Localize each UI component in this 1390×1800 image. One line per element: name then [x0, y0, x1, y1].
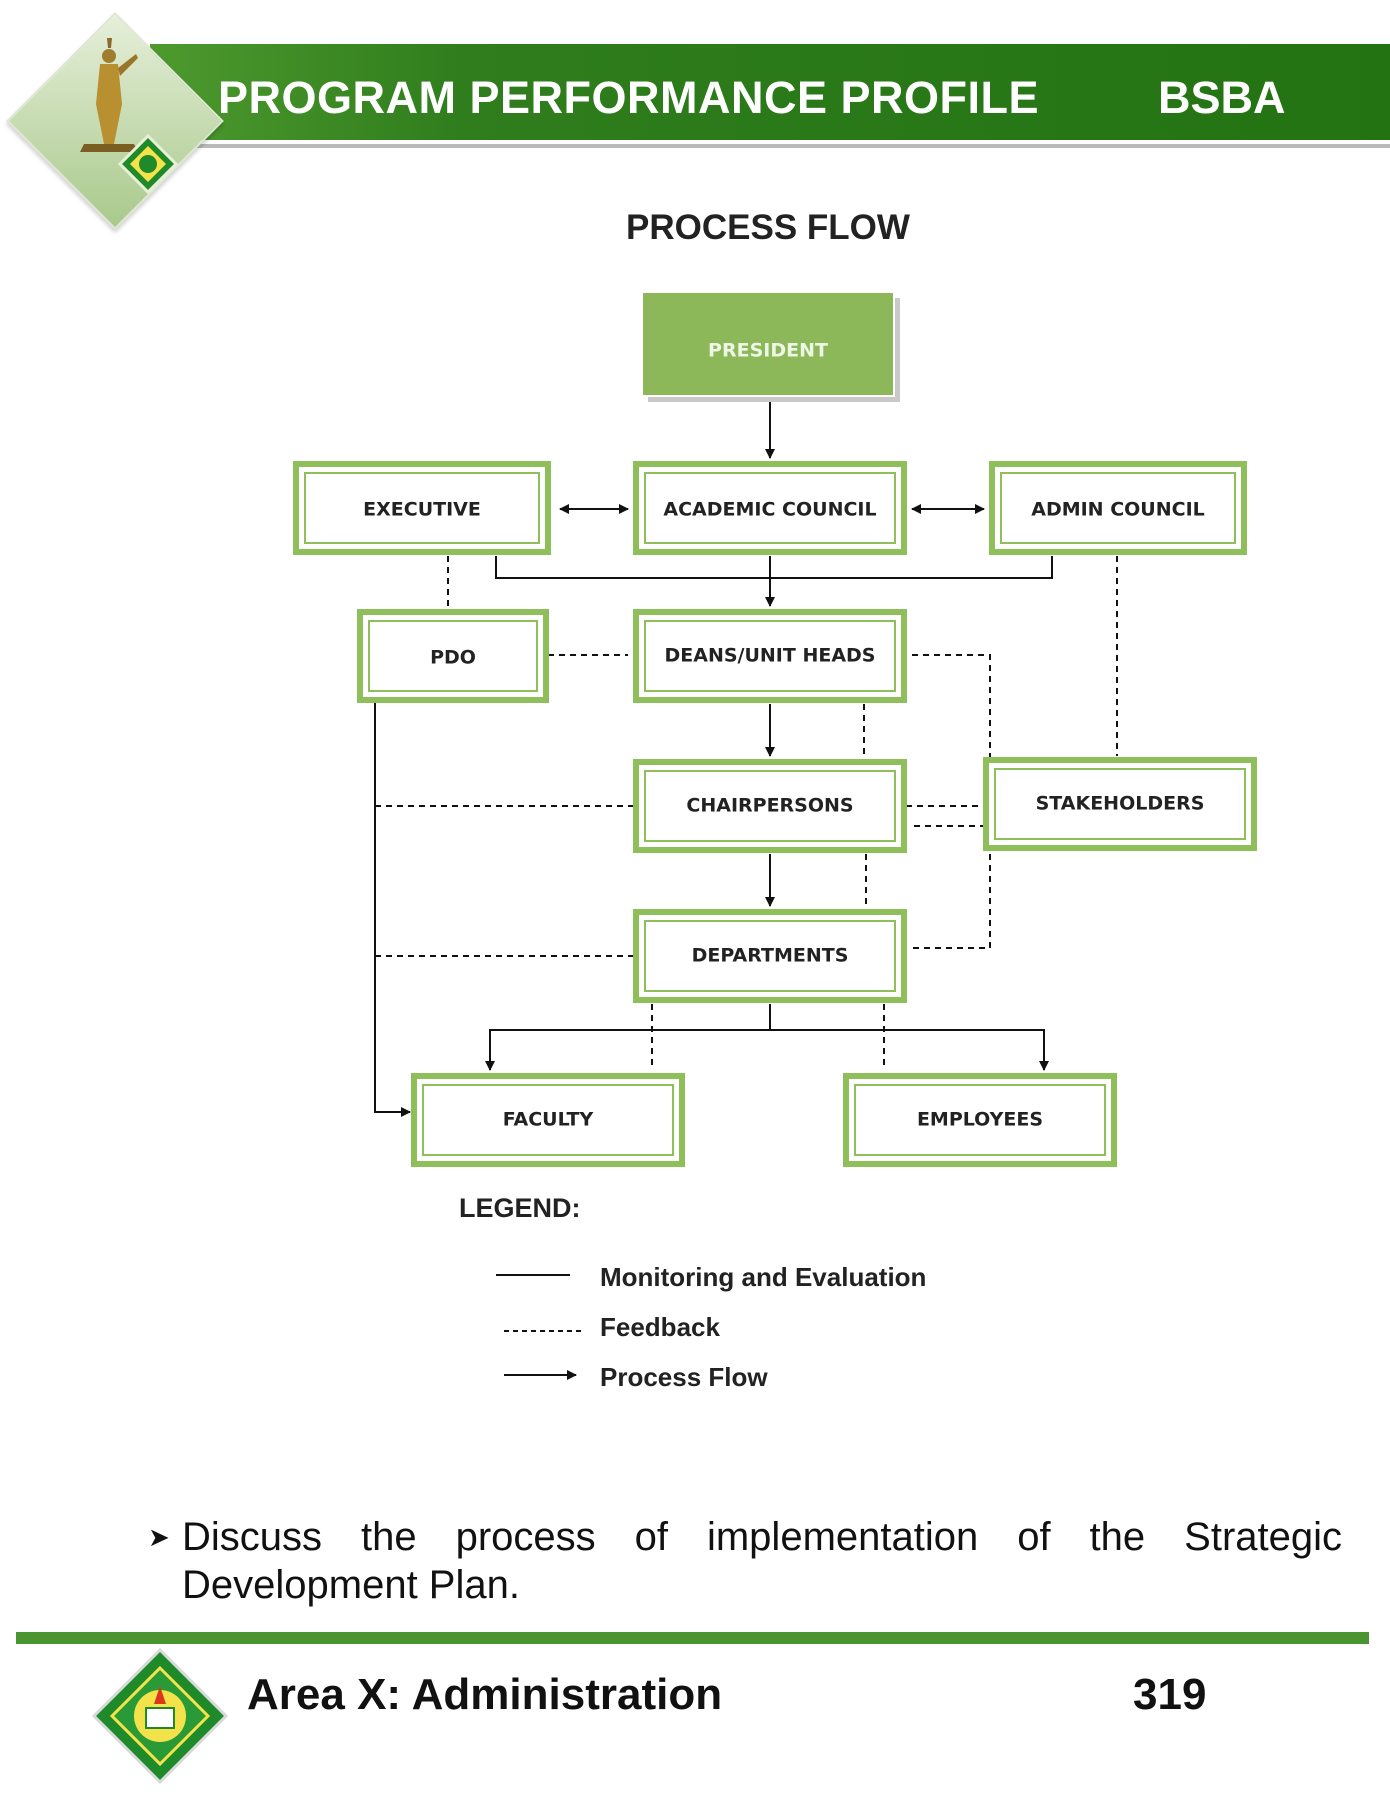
node-academic-council	[633, 461, 907, 555]
footer-area-title: Area X: Administration	[247, 1670, 723, 1719]
process-flow-title: PROCESS FLOW	[626, 208, 910, 247]
footer-rule	[16, 1632, 1369, 1644]
statue-icon	[80, 38, 138, 152]
university-seal-icon	[118, 134, 178, 194]
legend-item-monitoring: Monitoring and Evaluation	[600, 1262, 926, 1292]
bullet-arrow-icon: ➤	[148, 1522, 170, 1552]
label-academic-council: ACADEMIC COUNCIL	[663, 499, 876, 521]
legend-item-process-flow: Process Flow	[600, 1362, 768, 1392]
svg-text:PRESIDENT: PRESIDENT	[708, 340, 828, 362]
edge-departments-split	[489, 1029, 1045, 1068]
label-chairpersons: CHAIRPERSONS	[686, 795, 853, 817]
bullet-text: Discuss the process of implementation of…	[182, 1515, 1342, 1607]
label-deans: DEANS/UNIT HEADS	[665, 645, 876, 667]
university-seal-icon	[91, 1647, 229, 1785]
legend: Monitoring and Evaluation Feedback Proce…	[496, 1262, 926, 1392]
label-employees: EMPLOYEES	[917, 1109, 1043, 1131]
edge-pdo-faculty	[374, 700, 406, 1113]
header-title: PROGRAM PERFORMANCE PROFILE	[218, 72, 1040, 123]
label-faculty: FACULTY	[503, 1109, 594, 1131]
label-admin-council: ADMIN COUNCIL	[1031, 499, 1205, 521]
process-flow-diagram: PRESIDENT	[293, 291, 1257, 1392]
feedback-deans-departments	[912, 654, 991, 827]
legend-title: LEGEND:	[459, 1193, 581, 1223]
header-band	[150, 44, 1390, 148]
node-chairpersons	[633, 759, 907, 853]
label-executive: EXECUTIVE	[363, 499, 481, 521]
label-stakeholders: STAKEHOLDERS	[1036, 793, 1205, 815]
node-faculty	[411, 1073, 685, 1167]
node-deans	[633, 609, 907, 703]
bullet-item: ➤ Discuss the process of implementation …	[148, 1513, 1342, 1609]
page-number: 319	[1133, 1670, 1207, 1719]
node-employees	[843, 1073, 1117, 1167]
feedback-stakeholders-departments	[912, 854, 991, 949]
node-stakeholders	[983, 757, 1257, 851]
node-executive	[293, 461, 551, 555]
label-pdo: PDO	[430, 647, 476, 669]
node-departments	[633, 909, 907, 1003]
legend-item-feedback: Feedback	[600, 1312, 720, 1342]
node-admin-council	[989, 461, 1247, 555]
node-pdo	[357, 609, 549, 703]
header-program: BSBA	[1158, 72, 1286, 123]
label-departments: DEPARTMENTS	[692, 945, 849, 967]
edge-councils-bracket	[495, 556, 1053, 579]
node-president: PRESIDENT	[641, 291, 900, 402]
